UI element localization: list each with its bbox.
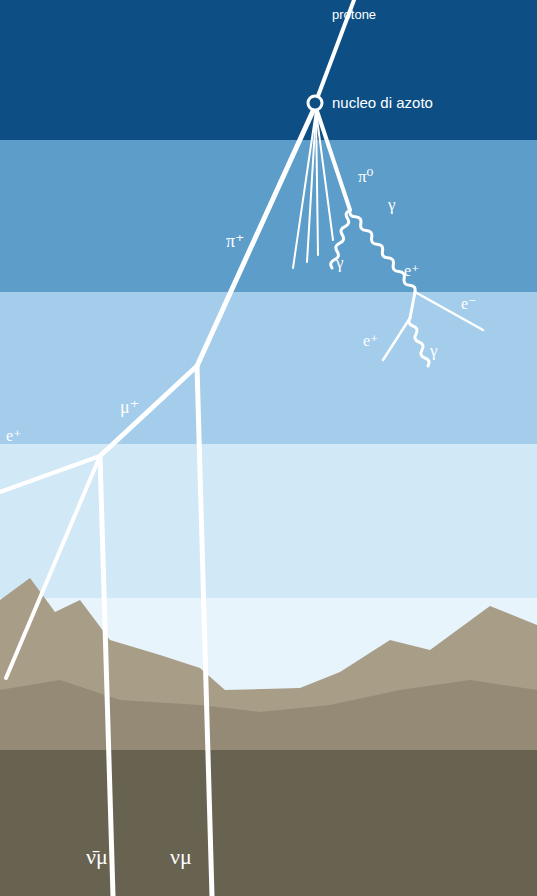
particle-label: γ: [388, 196, 396, 213]
photon-track: [350, 210, 415, 292]
nucleus-label: nucleo di azoto: [332, 95, 433, 110]
mountain: [0, 578, 537, 896]
particle-label: γ: [430, 342, 438, 359]
particle-label: e⁺: [363, 333, 379, 349]
particle-tracks: [0, 0, 483, 896]
particle-label: νμ: [170, 846, 192, 868]
sky-band: [0, 140, 537, 292]
ground: [0, 750, 537, 896]
sky-band: [0, 444, 537, 598]
mountain: [0, 680, 537, 896]
particle-label: protone: [332, 8, 376, 21]
particle-label: π⁺: [226, 232, 245, 250]
photon-track: [409, 318, 429, 366]
particle-label: e⁻: [461, 296, 477, 312]
particle-label: e⁺: [404, 263, 420, 279]
particle-label: μ⁺: [120, 398, 139, 416]
particle-label: e⁺: [6, 428, 22, 444]
particle-label: π⁰: [358, 168, 373, 185]
sky-band: [0, 0, 537, 140]
sky-band: [0, 292, 537, 444]
particle-label: ν̄μ: [86, 846, 108, 868]
particle-label: γ: [336, 254, 344, 271]
